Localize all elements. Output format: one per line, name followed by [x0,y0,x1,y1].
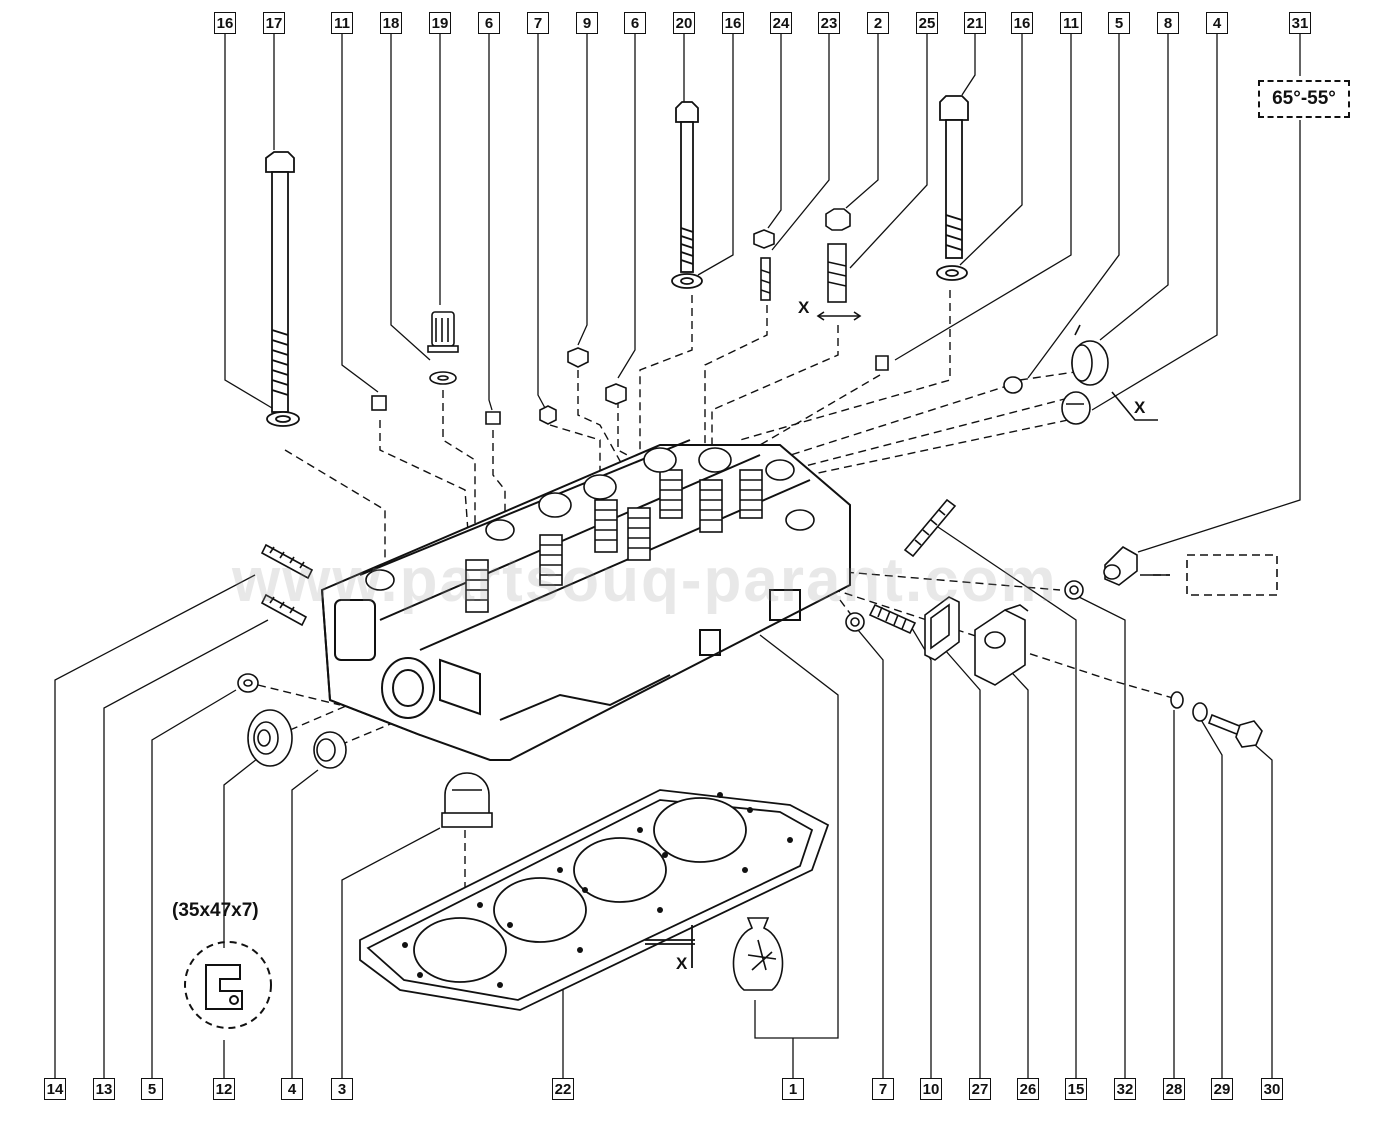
injector-holder-19 [427,311,459,385]
spring-10 [868,603,917,635]
callout-top-2: 17 [263,12,285,34]
callout-bottom-10: 10 [920,1078,942,1100]
callout-bottom-14: 32 [1114,1078,1136,1100]
bolt-30 [1207,713,1263,748]
angle-spec-note: 65°-55° [1258,80,1350,118]
callout-top-9: 6 [624,12,646,34]
nut-7-right [845,612,865,632]
callout-top-16: 21 [964,12,986,34]
callout-top-19: 5 [1108,12,1130,34]
callout-top-15: 25 [916,12,938,34]
callout-top-12: 24 [770,12,792,34]
housing-26 [974,604,1029,686]
washers-28-29 [1170,691,1208,722]
callout-bottom-1: 14 [44,1078,66,1100]
nut-5-left [237,673,259,693]
callout-bottom-5: 4 [281,1078,303,1100]
head-bolt-17 [265,151,300,427]
callout-top-13: 23 [818,12,840,34]
dimension-x-label-right: X [1134,398,1146,417]
valve-springs [365,447,815,613]
seal-size-note: (35x47x7) [172,900,259,921]
callout-top-8: 9 [576,12,598,34]
x-dim-marker-top [1111,391,1158,421]
head-gasket-22 [359,789,830,1011]
callout-bottom-3: 5 [141,1078,163,1100]
callout-top-1: 16 [214,12,236,34]
callout-top-10: 20 [673,12,695,34]
callout-top-4: 18 [380,12,402,34]
leader-lines-bottom [54,524,1273,1078]
callout-top-20: 8 [1157,12,1179,34]
gasket-kit-bag-icon [732,917,784,991]
callout-bottom-9: 7 [872,1078,894,1100]
pre-chamber-3 [441,772,493,828]
callout-top-18: 11 [1060,12,1082,34]
callout-bottom-15: 28 [1163,1078,1185,1100]
callout-top-11: 16 [722,12,744,34]
plug-4-left [313,731,347,769]
stud-15 [903,498,957,558]
washer-32 [1064,580,1084,600]
studs-14-13 [260,543,314,627]
dimension-x-label-top: X [798,298,810,317]
callout-top-17: 16 [1011,12,1033,34]
callout-top-6: 6 [478,12,500,34]
head-bolt-20 [671,101,703,289]
callout-bottom-16: 29 [1211,1078,1233,1100]
watermark-text: www.partsouq-parant.com [232,546,1058,615]
dimension-x-label-gasket: X [676,954,688,973]
stud-25 [816,208,862,321]
seal-profile-detail [184,941,272,1029]
callout-bottom-8: 1 [782,1078,804,1100]
small-nuts [371,229,889,425]
callout-bottom-12: 26 [1017,1078,1039,1100]
callout-bottom-2: 13 [93,1078,115,1100]
seal-12 [247,709,293,767]
callout-bottom-11: 27 [969,1078,991,1100]
callout-top-14: 2 [867,12,889,34]
sensor-31 [1103,546,1278,596]
callout-bottom-17: 30 [1261,1078,1283,1100]
leader-lines-top [224,34,1301,553]
head-bolt-21 [936,95,969,281]
callout-bottom-4: 12 [213,1078,235,1100]
plugs-8-4 [1003,324,1109,425]
callout-bottom-6: 3 [331,1078,353,1100]
callout-top-3: 11 [331,12,353,34]
callout-bottom-7: 22 [552,1078,574,1100]
callout-top-22: 31 [1289,12,1311,34]
callout-top-21: 4 [1206,12,1228,34]
callout-top-5: 19 [429,12,451,34]
callout-top-7: 7 [527,12,549,34]
gasket-27 [924,596,960,661]
callout-bottom-13: 15 [1065,1078,1087,1100]
